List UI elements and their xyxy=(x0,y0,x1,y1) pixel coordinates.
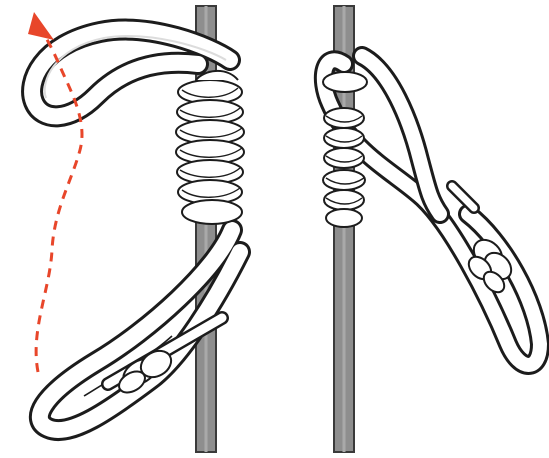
panel-step-2 xyxy=(323,6,540,452)
panel-step-1 xyxy=(28,6,244,452)
line-wraps-left xyxy=(176,71,244,224)
